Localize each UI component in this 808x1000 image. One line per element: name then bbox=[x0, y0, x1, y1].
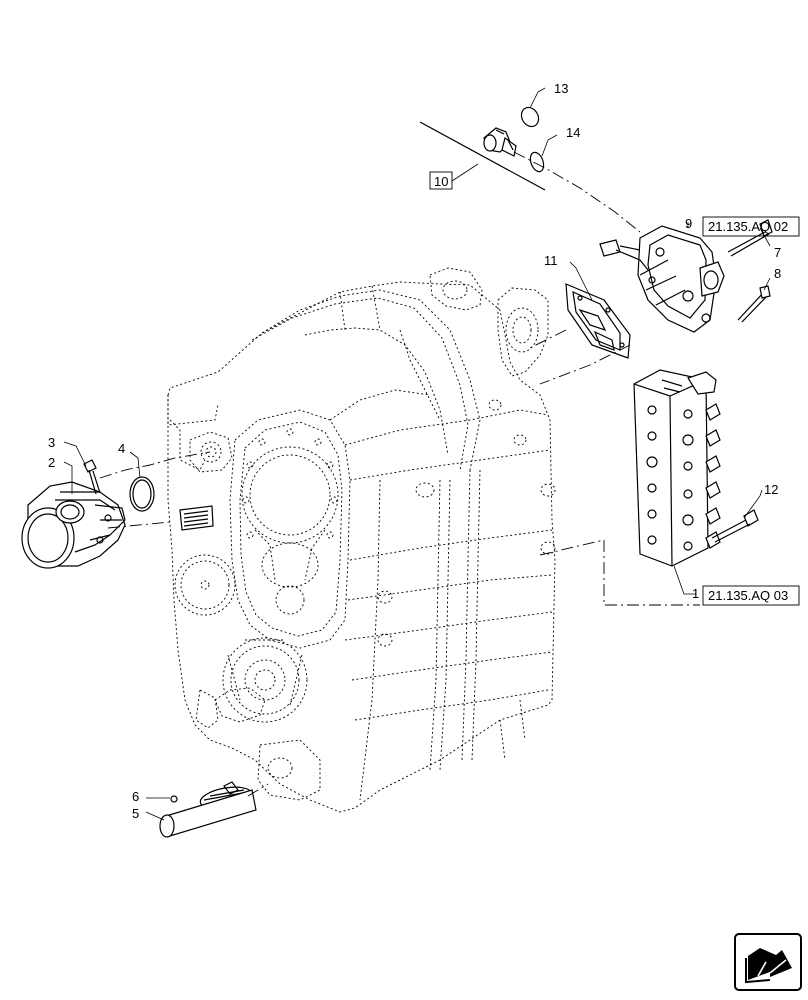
plug-5 bbox=[159, 789, 257, 838]
callout-11: 11 bbox=[544, 253, 558, 268]
valve-alignment-line bbox=[529, 329, 567, 349]
callout-5: 5 bbox=[132, 806, 139, 821]
reference-box-a: 21.135.AQ 02 bbox=[702, 216, 800, 237]
callout-1: 1 bbox=[692, 586, 699, 601]
reference-box-b: 21.135.AQ 03 bbox=[702, 585, 800, 606]
callout-14: 14 bbox=[566, 125, 580, 140]
bolt-3 bbox=[83, 459, 101, 495]
filter-alignment-line bbox=[247, 783, 269, 797]
leader-lines bbox=[63, 87, 771, 821]
gasket-11 bbox=[565, 283, 631, 359]
callout-10: 10 bbox=[434, 174, 448, 189]
fitting-assembly-10 bbox=[419, 121, 546, 191]
callout-4: 4 bbox=[118, 441, 125, 456]
callout-7: 7 bbox=[774, 245, 781, 260]
callout-13: 13 bbox=[554, 81, 568, 96]
o-ring-13 bbox=[520, 106, 540, 128]
valve-block-alignment-line bbox=[539, 539, 700, 606]
callout-9: 9 bbox=[685, 216, 692, 231]
control-valve-block-1 bbox=[633, 369, 721, 567]
pump-alignment-line-2 bbox=[107, 521, 171, 529]
pump-alignment-line bbox=[99, 451, 211, 479]
housing-nameplate bbox=[179, 505, 214, 531]
transmission-housing bbox=[167, 267, 556, 813]
callout-12: 12 bbox=[764, 482, 778, 497]
reference-b-text: 21.135.AQ 03 bbox=[708, 588, 788, 603]
next-page-arrow-icon[interactable] bbox=[734, 933, 802, 991]
hydraulic-pump bbox=[21, 481, 126, 569]
bolt-7 bbox=[727, 219, 773, 257]
callout-6: 6 bbox=[132, 789, 139, 804]
o-ring-4 bbox=[129, 476, 155, 512]
plug-6 bbox=[170, 795, 178, 803]
reference-a-text: 21.135.AQ 02 bbox=[708, 219, 788, 234]
fitting-alignment-line bbox=[513, 151, 641, 233]
o-ring-14 bbox=[529, 151, 545, 173]
callout-3: 3 bbox=[48, 435, 55, 450]
callout-labels: 13 14 9 7 8 11 12 1 3 2 4 6 5 bbox=[48, 81, 781, 821]
gasket-alignment-line bbox=[539, 344, 631, 385]
callout-8: 8 bbox=[774, 266, 781, 281]
bolt-8 bbox=[737, 285, 771, 323]
callout-2: 2 bbox=[48, 455, 55, 470]
bolt-12 bbox=[711, 509, 759, 543]
solenoid-valve-9 bbox=[599, 225, 725, 333]
callout-10-box: 10 bbox=[429, 163, 479, 190]
